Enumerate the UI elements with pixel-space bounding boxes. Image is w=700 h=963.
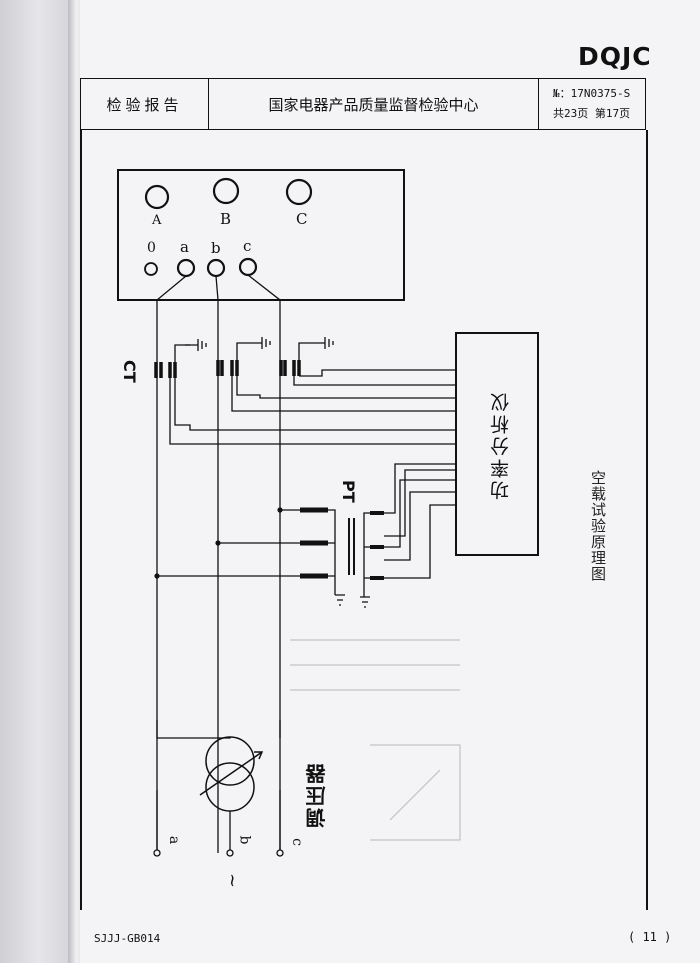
terminal-0-icon [144, 262, 158, 276]
supply-terminal-c: c [288, 838, 305, 846]
terminal-a-icon [176, 258, 196, 278]
center-name: 国家电器产品质量监督检验中心 [209, 79, 539, 129]
terminal-A-icon [144, 184, 170, 210]
frame-right-line [646, 130, 648, 910]
frame-left-line [80, 130, 82, 910]
transformer-under-test-box [117, 169, 405, 301]
power-analyzer-box [455, 332, 539, 556]
regulator-winding-upper [205, 736, 255, 786]
ac-supply-icon: ~ [222, 872, 244, 889]
terminal-B-icon [212, 177, 240, 205]
terminal-c-icon [238, 257, 258, 277]
report-meta: №：17N0375-S 共23页 第17页 [539, 79, 647, 129]
label-terminal-C: C [296, 210, 308, 228]
power-analyzer-label: 功率分析仪 [490, 390, 512, 500]
left-page-edge [0, 0, 70, 963]
label-terminal-B: B [220, 210, 232, 228]
pt-label: PT [339, 480, 358, 503]
label-terminal-b: b [211, 239, 221, 257]
report-header-table: 检验报告 国家电器产品质量监督检验中心 №：17N0375-S 共23页 第17… [80, 78, 646, 130]
regulator-arrow-icon [199, 751, 263, 796]
form-code: SJJJ-GB014 [94, 932, 161, 945]
label-terminal-a: a [180, 238, 189, 256]
diagram-caption: 空载试验原理图 [589, 470, 607, 582]
regulator-winding-lower [205, 762, 255, 812]
label-terminal-A: A [152, 213, 162, 228]
supply-terminal-b: b [236, 835, 253, 845]
brand-logo: DQJC [578, 42, 652, 71]
terminal-C-icon [285, 178, 313, 206]
label-terminal-c: c [243, 237, 252, 255]
page-number: ( 11 ) [628, 930, 672, 944]
report-page [80, 0, 700, 963]
page-info: 共23页 第17页 [553, 107, 631, 120]
label-terminal-0: 0 [147, 240, 156, 256]
voltage-regulator-label: 调压器 [305, 762, 329, 828]
report-title: 检验报告 [81, 79, 209, 129]
supply-terminal-a: a [166, 835, 183, 845]
report-number: №：17N0375-S [553, 87, 631, 100]
ct-label: CT [120, 360, 139, 383]
terminal-b-icon [206, 258, 226, 278]
book-spine [68, 0, 82, 963]
